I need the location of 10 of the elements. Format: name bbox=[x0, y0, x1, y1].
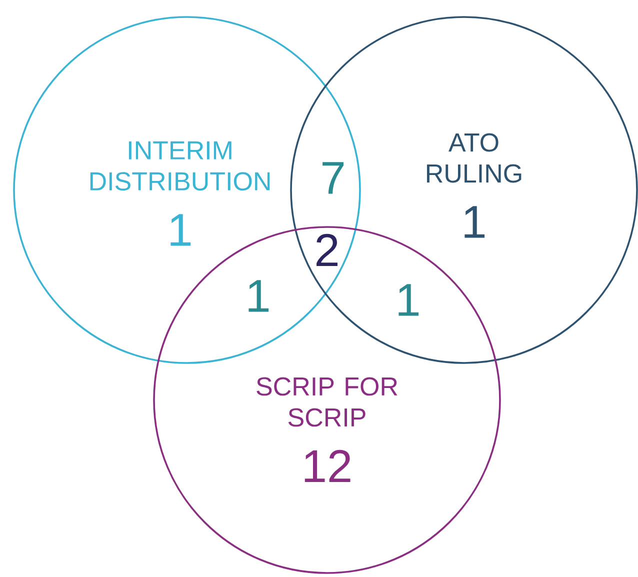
count-label: 1 bbox=[398, 284, 419, 316]
count-label: 12 bbox=[304, 450, 350, 482]
count-label: 2 bbox=[316, 234, 338, 266]
set-label: SCRIP FOR SCRIP bbox=[256, 377, 398, 427]
count-label: 1 bbox=[464, 206, 485, 238]
count-label: 1 bbox=[170, 214, 191, 246]
count-label: 1 bbox=[248, 280, 269, 312]
count-label: 7 bbox=[322, 162, 344, 194]
set-label: ATO RULING bbox=[427, 133, 522, 183]
set-label: INTERIM DISTRIBUTION bbox=[90, 141, 270, 191]
